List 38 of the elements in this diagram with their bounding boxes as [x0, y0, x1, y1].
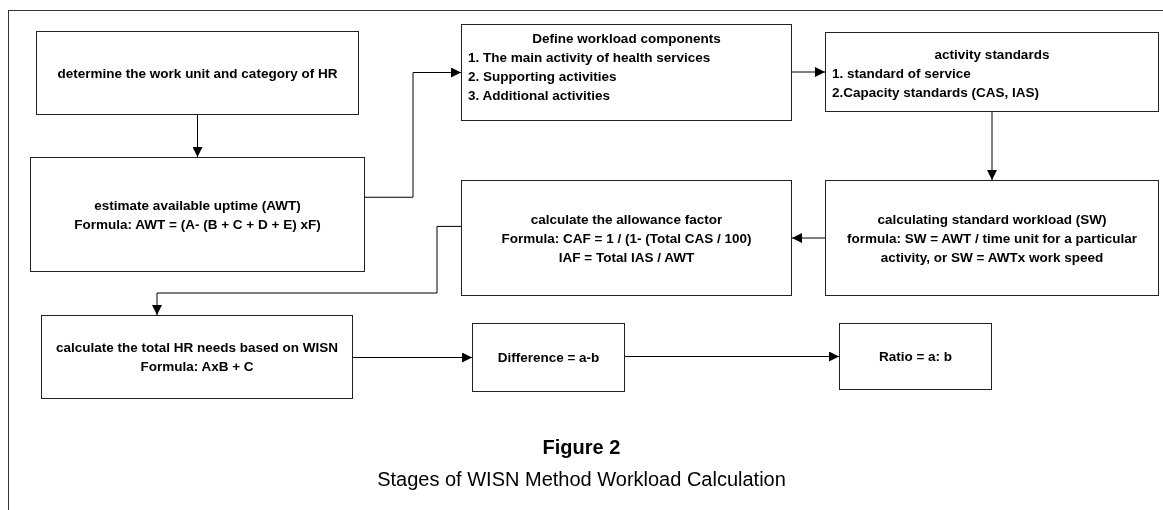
box-heading: Define workload components: [531, 30, 722, 48]
process-box: [30, 157, 365, 272]
box-text: formula: SW = AWT / time unit for a particular activity, or SW = AWTx work speed: [845, 229, 1139, 267]
box-text: 2.Capacity standards (CAS, IAS): [832, 84, 1041, 102]
arrow: [352, 352, 473, 363]
box-heading: Ratio = a: b: [877, 348, 954, 366]
box-text: 2. Supporting activities: [468, 68, 618, 86]
box-text: 1. The main activity of health services: [468, 49, 712, 67]
box-heading: activity standards: [933, 46, 1051, 64]
arrow: [192, 114, 203, 158]
figure-caption: Stages of WISN Method Workload Calculation: [377, 468, 786, 490]
process-box: [839, 323, 992, 390]
box-text: IAF = Total IAS / AWT: [557, 248, 696, 267]
process-box: [472, 323, 625, 392]
box-text: Formula: AWT = (A- (B + C + D + E) xF): [73, 215, 322, 234]
arrow: [791, 67, 826, 77]
box-heading: calculate the total HR needs based on WISN: [54, 339, 340, 357]
box-text: 3. Additional activities: [468, 87, 612, 105]
process-box: [461, 24, 792, 121]
box-heading: Difference = a-b: [496, 349, 601, 367]
process-box: [825, 180, 1159, 296]
box-text: Formula: CAF = 1 / (1- (Total CAS / 100): [500, 229, 753, 248]
process-box: [461, 180, 792, 296]
box-heading: determine the work unit and category of HR: [56, 64, 339, 83]
process-box: [36, 31, 359, 115]
box-text: 1. standard of service: [832, 65, 972, 83]
arrow: [987, 111, 997, 181]
box-heading: calculating standard workload (SW): [876, 210, 1108, 229]
box-heading: estimate available uptime (AWT): [93, 196, 302, 215]
arrow: [152, 225, 462, 316]
process-box: [825, 32, 1159, 112]
figure-title: Figure 2: [542, 436, 621, 458]
box-text: Formula: AxB + C: [139, 358, 255, 376]
process-box: [41, 315, 353, 399]
arrow: [791, 233, 826, 243]
arrow: [364, 67, 462, 198]
arrow: [624, 351, 840, 362]
box-heading: calculate the allowance factor: [529, 210, 724, 229]
